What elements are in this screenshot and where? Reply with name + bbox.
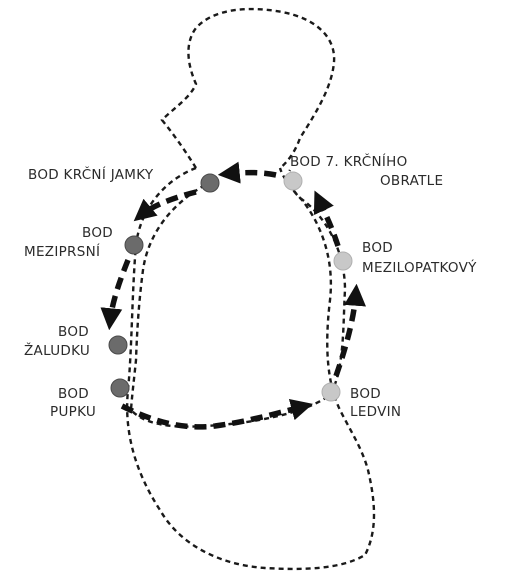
point-mezilopatkovy — [333, 251, 353, 271]
arrow-pupek-to-ledviny — [120, 398, 313, 430]
label-pupek-line1: BOD — [58, 386, 89, 402]
label-zaludek-line1: BOD — [58, 324, 89, 340]
arrow-mezilopatkovy-to-krcni-obratel-7 — [313, 190, 341, 247]
label-krcni-obratel-line2: OBRATLE — [380, 173, 443, 189]
label-krcni-jamka: BOD KRČNÍ JAMKY — [28, 165, 154, 183]
label-mezilopatkovy-line1: BOD — [362, 240, 393, 256]
label-mezilopatkovy-line2: MEZILOPATKOVÝ — [362, 259, 477, 276]
point-krcni-jamka — [200, 173, 220, 193]
arrow-ledviny-to-mezilopatkovy — [333, 283, 366, 377]
label-ledviny-line1: BOD — [350, 386, 381, 402]
label-meziprsni-line2: MEZIPRSNÍ — [24, 243, 100, 260]
route-arrows — [100, 161, 366, 430]
arrow-krcni-jamka-to-meziprsni — [133, 189, 197, 222]
body-outline — [125, 166, 376, 571]
label-krcni-obratel-line1: BOD 7. KRČNÍHO — [290, 152, 408, 170]
label-meziprsni-line1: BOD — [82, 225, 113, 241]
point-pupek — [110, 378, 130, 398]
label-pupek-line2: PUPKU — [50, 404, 96, 420]
arrow-meziprsni-to-zaludek — [100, 258, 131, 331]
label-ledviny-line2: LEDVIN — [350, 404, 401, 420]
labels: BOD KRČNÍ JAMKY BOD MEZIPRSNÍ BOD ŽALUDK… — [24, 152, 477, 420]
point-meziprsni — [124, 235, 144, 255]
point-zaludek — [108, 335, 128, 355]
points — [108, 171, 353, 402]
body-back-outline — [129, 169, 347, 428]
point-krcni-obratel-7 — [283, 171, 303, 191]
head-outline — [160, 7, 336, 169]
point-ledviny — [321, 382, 341, 402]
label-zaludek-line2: ŽALUDKU — [24, 341, 90, 359]
arrow-krcni-obratel-7-to-krcni-jamka — [217, 161, 277, 184]
